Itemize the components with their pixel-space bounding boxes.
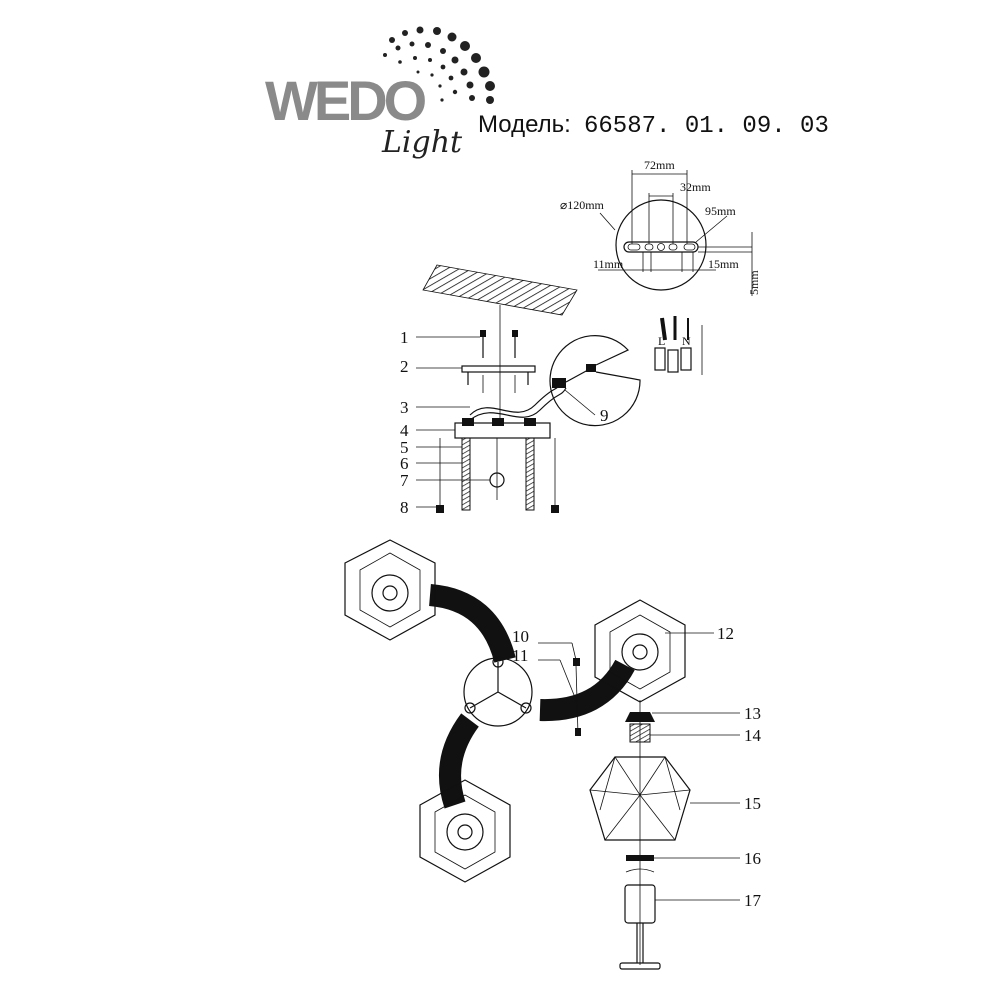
threaded-rod-right	[525, 437, 535, 511]
part-label-2: 2	[400, 357, 409, 376]
finial-base	[619, 962, 661, 970]
logo-wordmark: WEDO	[265, 69, 426, 132]
side-screw	[551, 505, 559, 513]
finial	[624, 884, 656, 924]
part-label-17: 17	[744, 891, 762, 910]
part-label-8: 8	[400, 498, 409, 517]
dim-120mm: ⌀120mm	[560, 198, 605, 212]
neutral-label: N	[682, 334, 691, 348]
socket	[629, 723, 651, 743]
shade-bottom-left	[419, 779, 511, 883]
shade-top-left	[344, 539, 436, 641]
terminal-block	[552, 378, 566, 388]
part-label-12: 12	[717, 624, 734, 643]
wedo-light-logo: WEDO Light	[265, 26, 495, 160]
dim-11mm: 11mm	[593, 257, 624, 271]
part-leaders-upper	[416, 336, 596, 508]
part-label-14: 14	[744, 726, 762, 745]
wires	[469, 383, 561, 416]
mounting-bracket-dimensions: 72mm 32mm ⌀120mm 95mm 11mm 15mm 5mm	[560, 158, 761, 296]
socket-ring	[625, 712, 655, 722]
dim-95mm: 95mm	[705, 204, 736, 218]
part-label-13: 13	[744, 704, 761, 723]
wiring-detail: L N	[549, 316, 703, 427]
arm-screw	[573, 658, 581, 736]
canopy-assembly: L N	[436, 316, 703, 513]
part-label-1: 1	[400, 328, 409, 347]
center-hub	[463, 657, 533, 727]
mounting-bracket	[461, 365, 536, 373]
side-screw	[436, 505, 444, 513]
live-label: L	[658, 334, 665, 348]
fixture-body	[344, 539, 686, 883]
ceiling-screws	[480, 330, 518, 358]
retaining-ring	[626, 855, 654, 861]
part-label-7: 7	[400, 471, 409, 490]
exploded-shade	[589, 700, 691, 970]
arm-top-left	[428, 584, 516, 664]
part-label-11: 11	[512, 646, 528, 665]
part-label-5: 5	[400, 438, 409, 457]
part-leaders-lower	[538, 632, 740, 901]
ceiling	[422, 264, 578, 316]
part-label-15: 15	[744, 794, 761, 813]
part-label-4: 4	[400, 421, 409, 440]
part-label-3: 3	[400, 398, 409, 417]
model-number: 66587. 01. 09. 03	[584, 113, 829, 140]
arm-bottom-left	[439, 713, 479, 809]
dim-32mm: 32mm	[680, 180, 711, 194]
part-label-6: 6	[400, 454, 409, 473]
shade-right	[594, 599, 686, 703]
logo-script: Light	[381, 125, 463, 160]
dim-72mm: 72mm	[644, 158, 675, 172]
part-label-9: 9	[600, 406, 609, 425]
part-label-10: 10	[512, 627, 529, 646]
dim-15mm: 15mm	[708, 257, 739, 271]
model-label: Модель:	[478, 111, 571, 138]
threaded-rod-left	[461, 437, 471, 511]
arm-right	[539, 659, 635, 722]
dim-5mm: 5mm	[747, 270, 761, 295]
logo-dots	[383, 26, 495, 104]
part-label-16: 16	[744, 849, 761, 868]
